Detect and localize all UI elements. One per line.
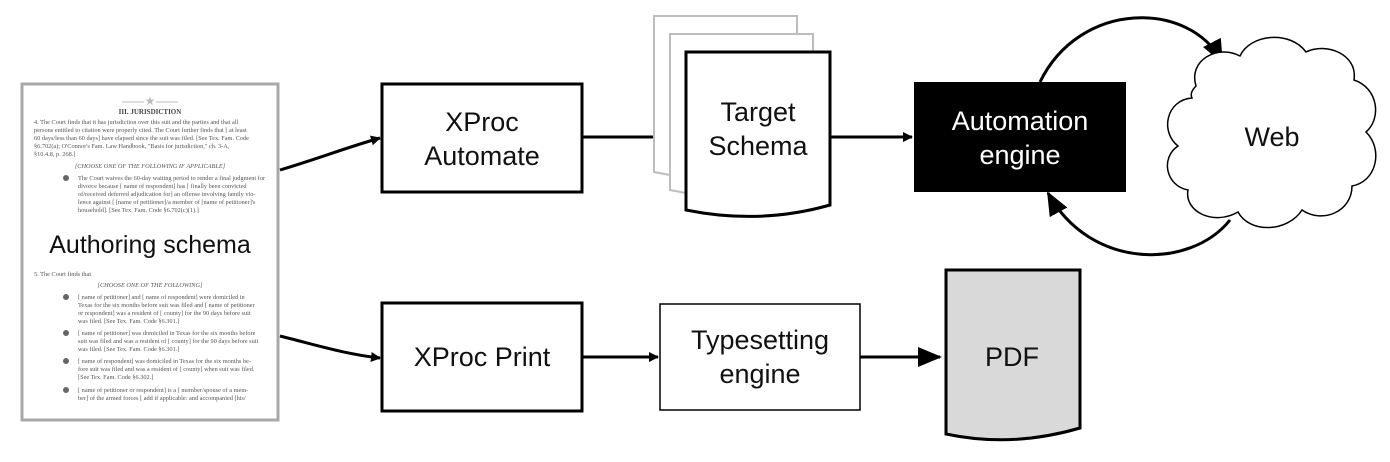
item-line: fore suit was filed and was a resident o…	[78, 366, 255, 373]
item-line: or respondent] was a resident of [ count…	[78, 310, 251, 317]
item-line: household]. [See Tex. Fam. Code §6.702(c…	[78, 207, 199, 214]
bullet-icon	[63, 294, 69, 300]
authoring-label-band	[24, 222, 276, 268]
authoring-schema-label: Authoring schema	[49, 231, 251, 259]
star-icon: ★	[145, 94, 156, 108]
item-line: [ name of petitioner] was domiciled in T…	[78, 330, 256, 337]
para4-line: 60 days/less than 60 days] have elapsed …	[34, 135, 249, 142]
pdf-label: PDF	[985, 342, 1039, 372]
item-line: The Court waives the 60-day waiting peri…	[78, 175, 266, 182]
automation-engine-box: Automation engine	[914, 82, 1126, 192]
arrow-authoring-to-xproc-print	[279, 334, 381, 362]
item-line: divorce because [ name of respondent] ha…	[78, 183, 247, 190]
item-line: [See Tex. Fam. Code §6.302.]	[78, 374, 153, 381]
automation-engine-frame	[914, 82, 1126, 192]
item-line: [ name of petitioner] and [ name of resp…	[78, 294, 245, 301]
bullet-icon	[63, 387, 69, 393]
choose-instruction: [CHOOSE ONE OF THE FOLLOWING IF APPLICAB…	[75, 163, 226, 170]
xproc-automate-label-line1: XProc	[445, 107, 519, 137]
target-schema-stack: Target Schema	[653, 15, 832, 218]
typesetting-engine-label-line2: engine	[719, 359, 800, 389]
jurisdiction-heading: III. JURISDICTION	[119, 108, 182, 116]
xproc-automate-box: XProc Automate	[380, 82, 584, 194]
item-line: lence against [ [name of petitioner]/a m…	[78, 199, 256, 206]
item-line: [ name of petitioner or respondent] is a…	[78, 387, 248, 394]
item-line: [ name of respondent] was domiciled in T…	[78, 358, 251, 365]
item-line: suit was filed and was a resident of [ c…	[78, 338, 259, 345]
target-schema-label-line1: Target	[720, 97, 796, 127]
bullet-icon	[63, 358, 69, 364]
item-line: was filed. [See Tex. Fam. Code §6.301.]	[78, 346, 179, 353]
target-schema-label-line2: Schema	[708, 131, 808, 161]
authoring-schema-document: ★ III. JURISDICTION 4. The Court finds t…	[20, 82, 280, 422]
document-excerpt-bottom: 5. The Court finds that [CHOOSE ONE OF T…	[34, 271, 259, 402]
web-label: Web	[1244, 122, 1299, 152]
para4-line: persons entitled to citation were proper…	[34, 127, 247, 134]
cloud-icon	[1166, 36, 1377, 229]
item-line: was filed. [See Tex. Fam. Code §6.301.]	[78, 318, 179, 325]
document-excerpt-top: ★ III. JURISDICTION 4. The Court finds t…	[34, 94, 266, 214]
item-line: Texas for the six months before suit was…	[78, 302, 256, 309]
para4-line: 4. The Court finds that it has jurisdict…	[34, 119, 239, 126]
para4-line: §10.4.8, p. 268.]	[34, 151, 75, 158]
para4-line: §6.702(a); O'Connor's Fam. Law Handbook,…	[34, 143, 230, 150]
typesetting-engine-frame	[659, 303, 861, 411]
xproc-print-label: XProc Print	[414, 342, 551, 372]
para5-line: 5. The Court finds that	[34, 271, 91, 278]
arrow-authoring-to-xproc-automate	[279, 135, 381, 172]
arrow-web-to-automation-engine	[1046, 191, 1232, 257]
typesetting-engine-label-line1: Typesetting	[691, 325, 829, 355]
web-cloud: Web	[1166, 36, 1377, 229]
typesetting-engine-box: Typesetting engine	[659, 303, 861, 411]
pdf-document: PDF	[944, 268, 1082, 442]
xproc-print-frame	[380, 301, 584, 413]
item-line: ber] of the armed forces [ add if applic…	[78, 395, 246, 402]
xproc-automate-frame	[380, 82, 584, 194]
pdf-page	[944, 268, 1082, 442]
bullet-icon	[63, 330, 69, 336]
bullet-icon	[63, 175, 69, 181]
automation-engine-label-line2: engine	[979, 140, 1060, 170]
item-line: of/received deferred adjudication for] a…	[78, 191, 256, 198]
automation-engine-label-line1: Automation	[952, 106, 1089, 136]
choose-instruction: [CHOOSE ONE OF THE FOLLOWING]	[98, 282, 204, 289]
xproc-automate-label-line2: Automate	[424, 141, 540, 171]
arrow-automation-engine-to-web	[1038, 16, 1224, 83]
target-schema-front-page	[684, 50, 832, 218]
xproc-print-box: XProc Print	[380, 301, 584, 413]
